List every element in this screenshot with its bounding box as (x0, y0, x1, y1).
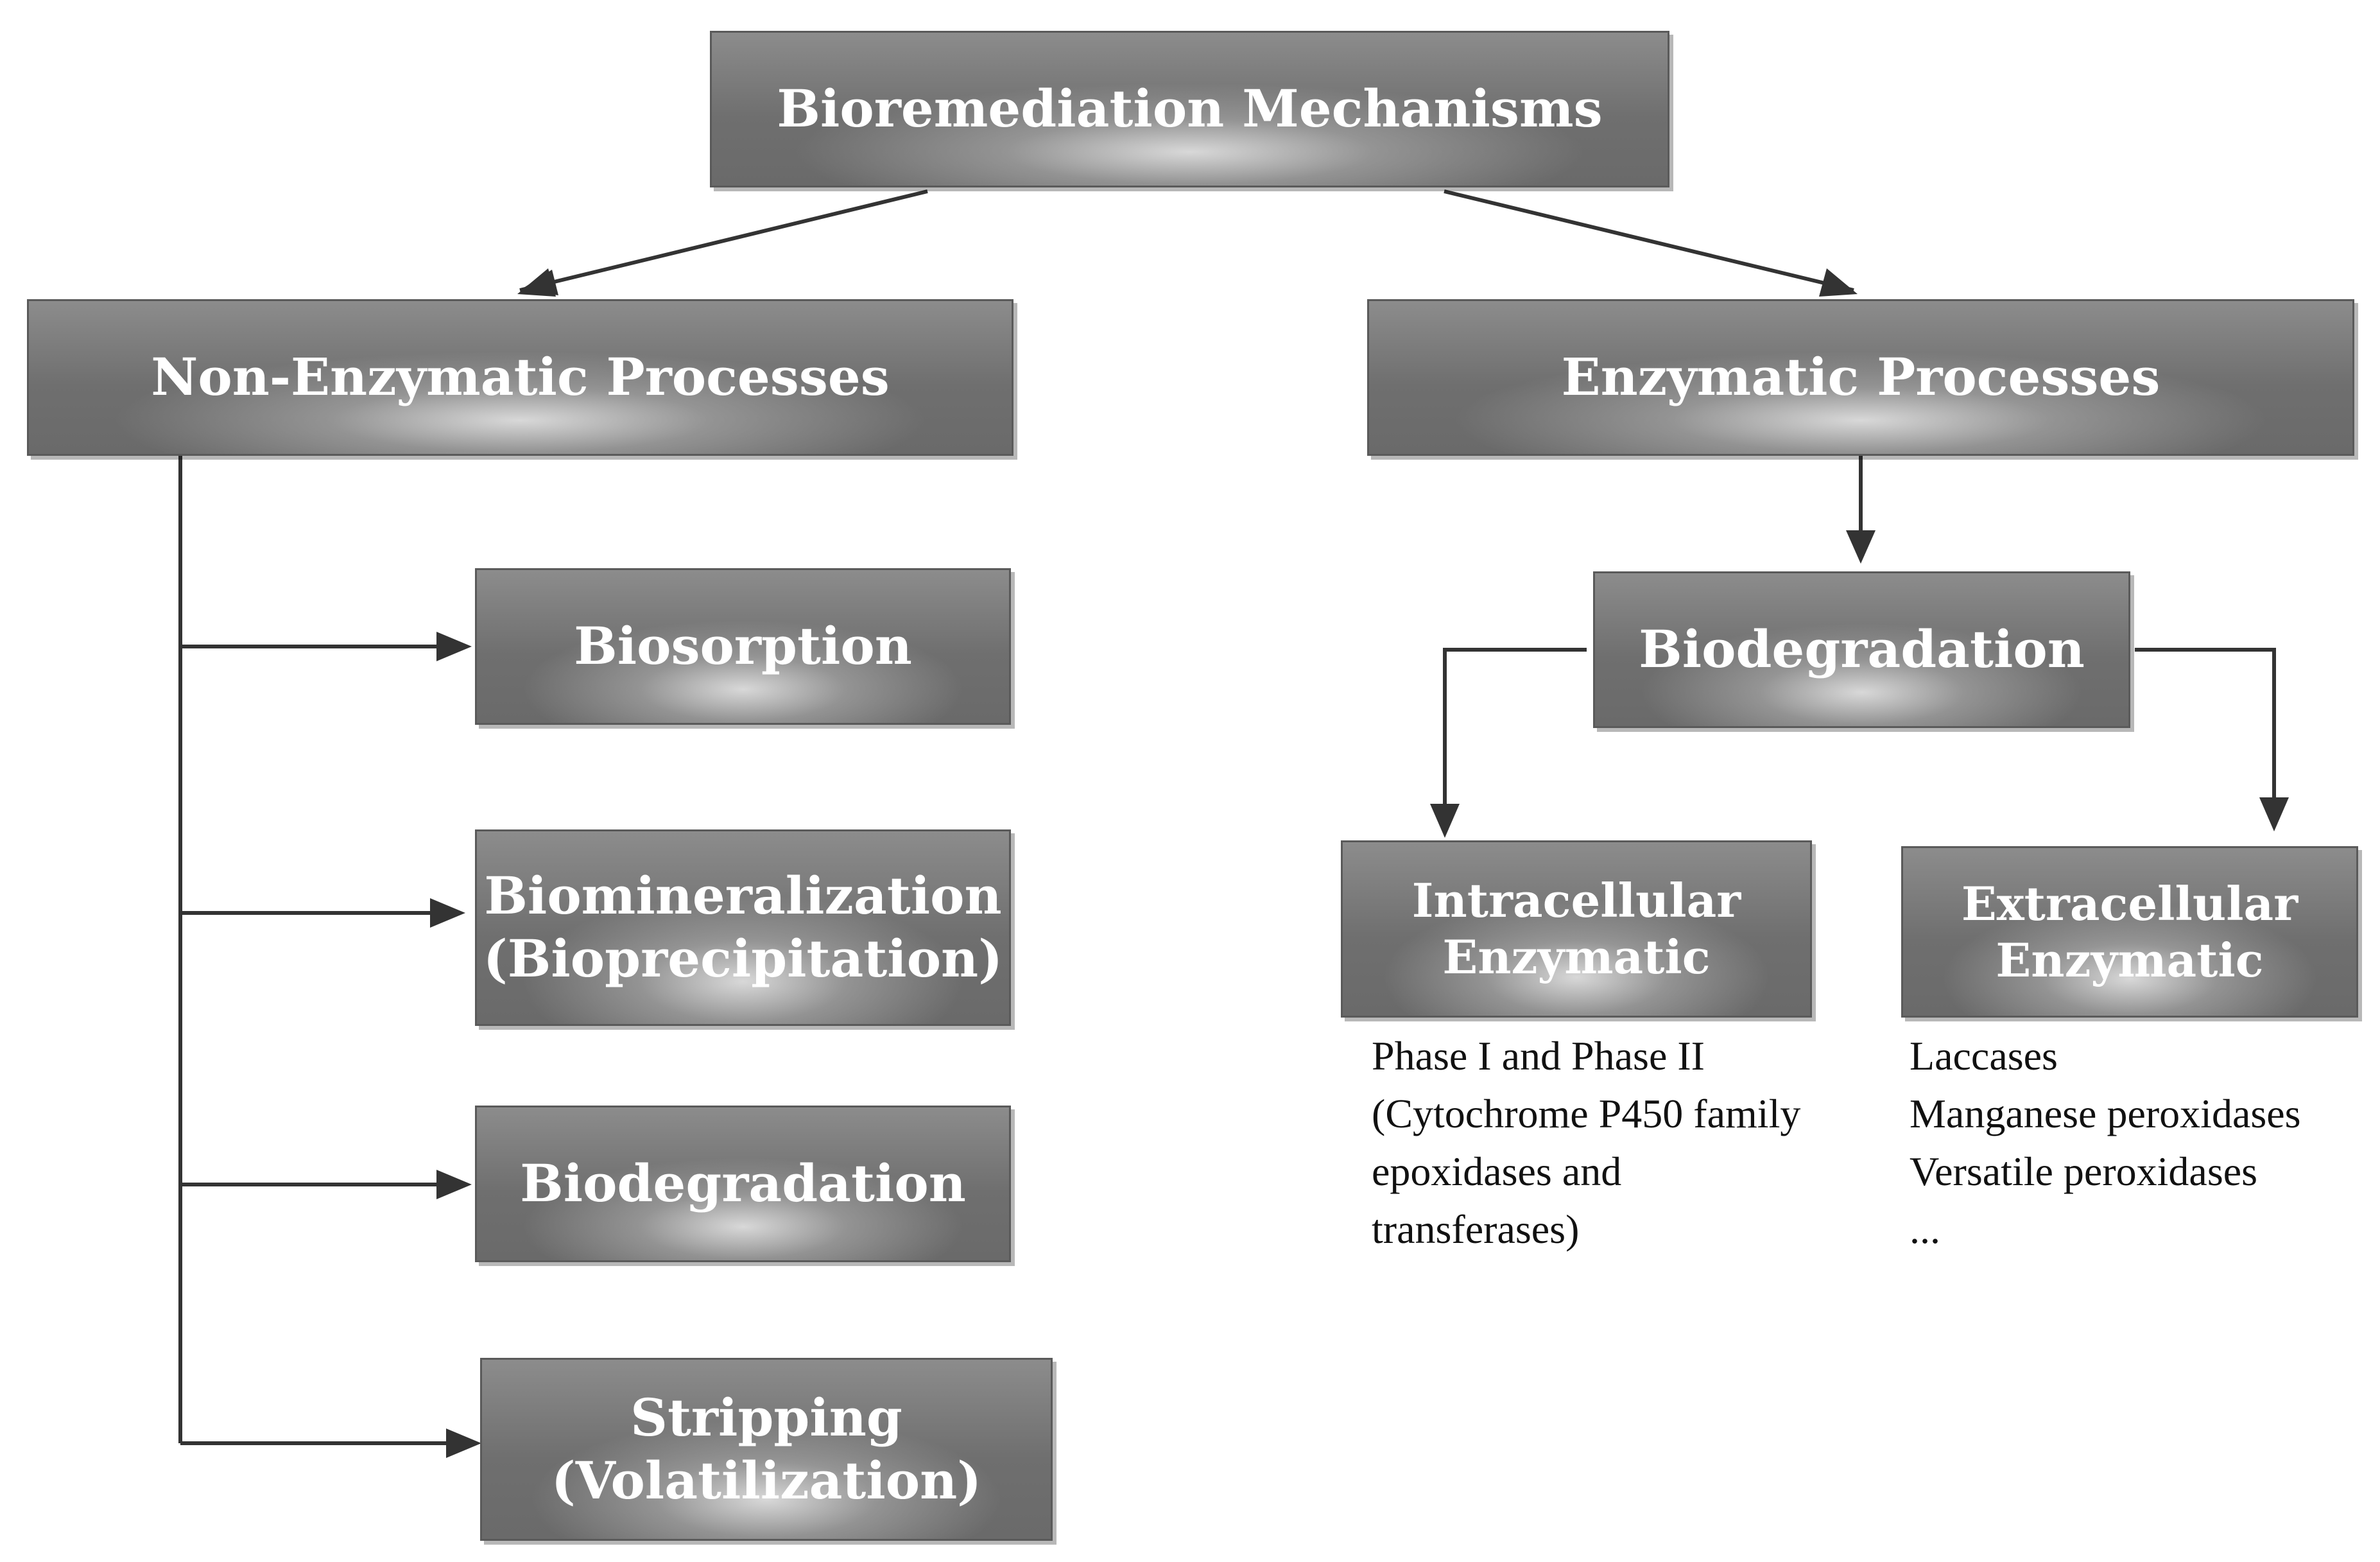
biomineralization-label-line1: Biomineralization (484, 865, 1002, 926)
intracellular-example-line1: Phase I and Phase II (1372, 1033, 1705, 1079)
extracellular-label-line1: Extracellular (1961, 876, 2298, 931)
biodegradation-nonenzymatic-label: Biodegradation (520, 1153, 966, 1214)
enzymatic-label: Enzymatic Processes (1561, 347, 2160, 408)
biodegradation-enzymatic-label: Biodegradation (1639, 619, 2085, 680)
enzymatic-processes-box: Enzymatic Processes (1367, 299, 2354, 456)
intracellular-example-line2: (Cytochrome P450 family (1372, 1091, 1801, 1136)
intracellular-label-line2: Enzymatic (1442, 930, 1711, 984)
biomineralization-label-line2: (Bioprecipitation) (483, 928, 1003, 989)
stripping-label-line1: Stripping (630, 1387, 902, 1448)
extracellular-enzymatic-box: Extracellular Enzymatic (1901, 846, 2358, 1018)
biomineralization-box: Biomineralization (Bioprecipitation) (475, 829, 1011, 1026)
arrowhead-biomineralization (430, 898, 465, 928)
arrow-root-to-non-enzymatic (519, 189, 928, 295)
intracellular-example-line3: epoxidases and (1372, 1149, 1622, 1194)
arrowhead-non-enzymatic (517, 268, 556, 297)
biodegradation-enzymatic-box: Biodegradation (1593, 571, 2130, 728)
root-box-bioremediation-mechanisms: Bioremediation Mechanisms (710, 31, 1669, 187)
arrowhead-biosorption (436, 632, 472, 661)
extracellular-example-line3: Versatile peroxidases (1910, 1149, 2258, 1194)
intracellular-examples: Phase I and Phase II (Cytochrome P450 fa… (1372, 1027, 1885, 1258)
arrowhead-extracellular (2259, 797, 2289, 831)
root-label: Bioremediation Mechanisms (777, 78, 1603, 139)
stripping-box: Stripping (Volatilization) (480, 1358, 1053, 1541)
arrowhead-enzymatic (1819, 268, 1858, 297)
biodegradation-to-intracellular (1443, 648, 1587, 806)
intracellular-enzymatic-box: Intracellular Enzymatic (1341, 840, 1812, 1018)
stripping-label-line2: (Volatilization) (551, 1450, 982, 1511)
intracellular-label-line1: Intracellular (1411, 873, 1741, 928)
extracellular-example-line4: ... (1910, 1206, 1940, 1252)
arrowhead-stripping (446, 1428, 481, 1458)
biodegradation-nonenzymatic-box: Biodegradation (475, 1106, 1011, 1262)
biosorption-box: Biosorption (475, 568, 1011, 725)
arrowhead-intracellular (1430, 804, 1460, 838)
arrowhead-biodegradation-right (1846, 530, 1876, 564)
biodegradation-to-extracellular (2135, 648, 2276, 798)
extracellular-label-line2: Enzymatic (1996, 932, 2264, 987)
extracellular-examples: Laccases Manganese peroxidases Versatile… (1910, 1027, 2372, 1258)
biosorption-label: Biosorption (574, 616, 912, 677)
non-enzymatic-processes-box: Non-Enzymatic Processes (27, 299, 1013, 456)
extracellular-example-line1: Laccases (1910, 1033, 2058, 1079)
intracellular-example-line4: transferases) (1372, 1206, 1580, 1252)
non-enzymatic-label: Non-Enzymatic Processes (151, 347, 890, 408)
arrowhead-biodegradation-left (436, 1170, 472, 1199)
arrow-root-to-enzymatic (1444, 189, 1854, 292)
extracellular-example-line2: Manganese peroxidases (1910, 1091, 2301, 1136)
